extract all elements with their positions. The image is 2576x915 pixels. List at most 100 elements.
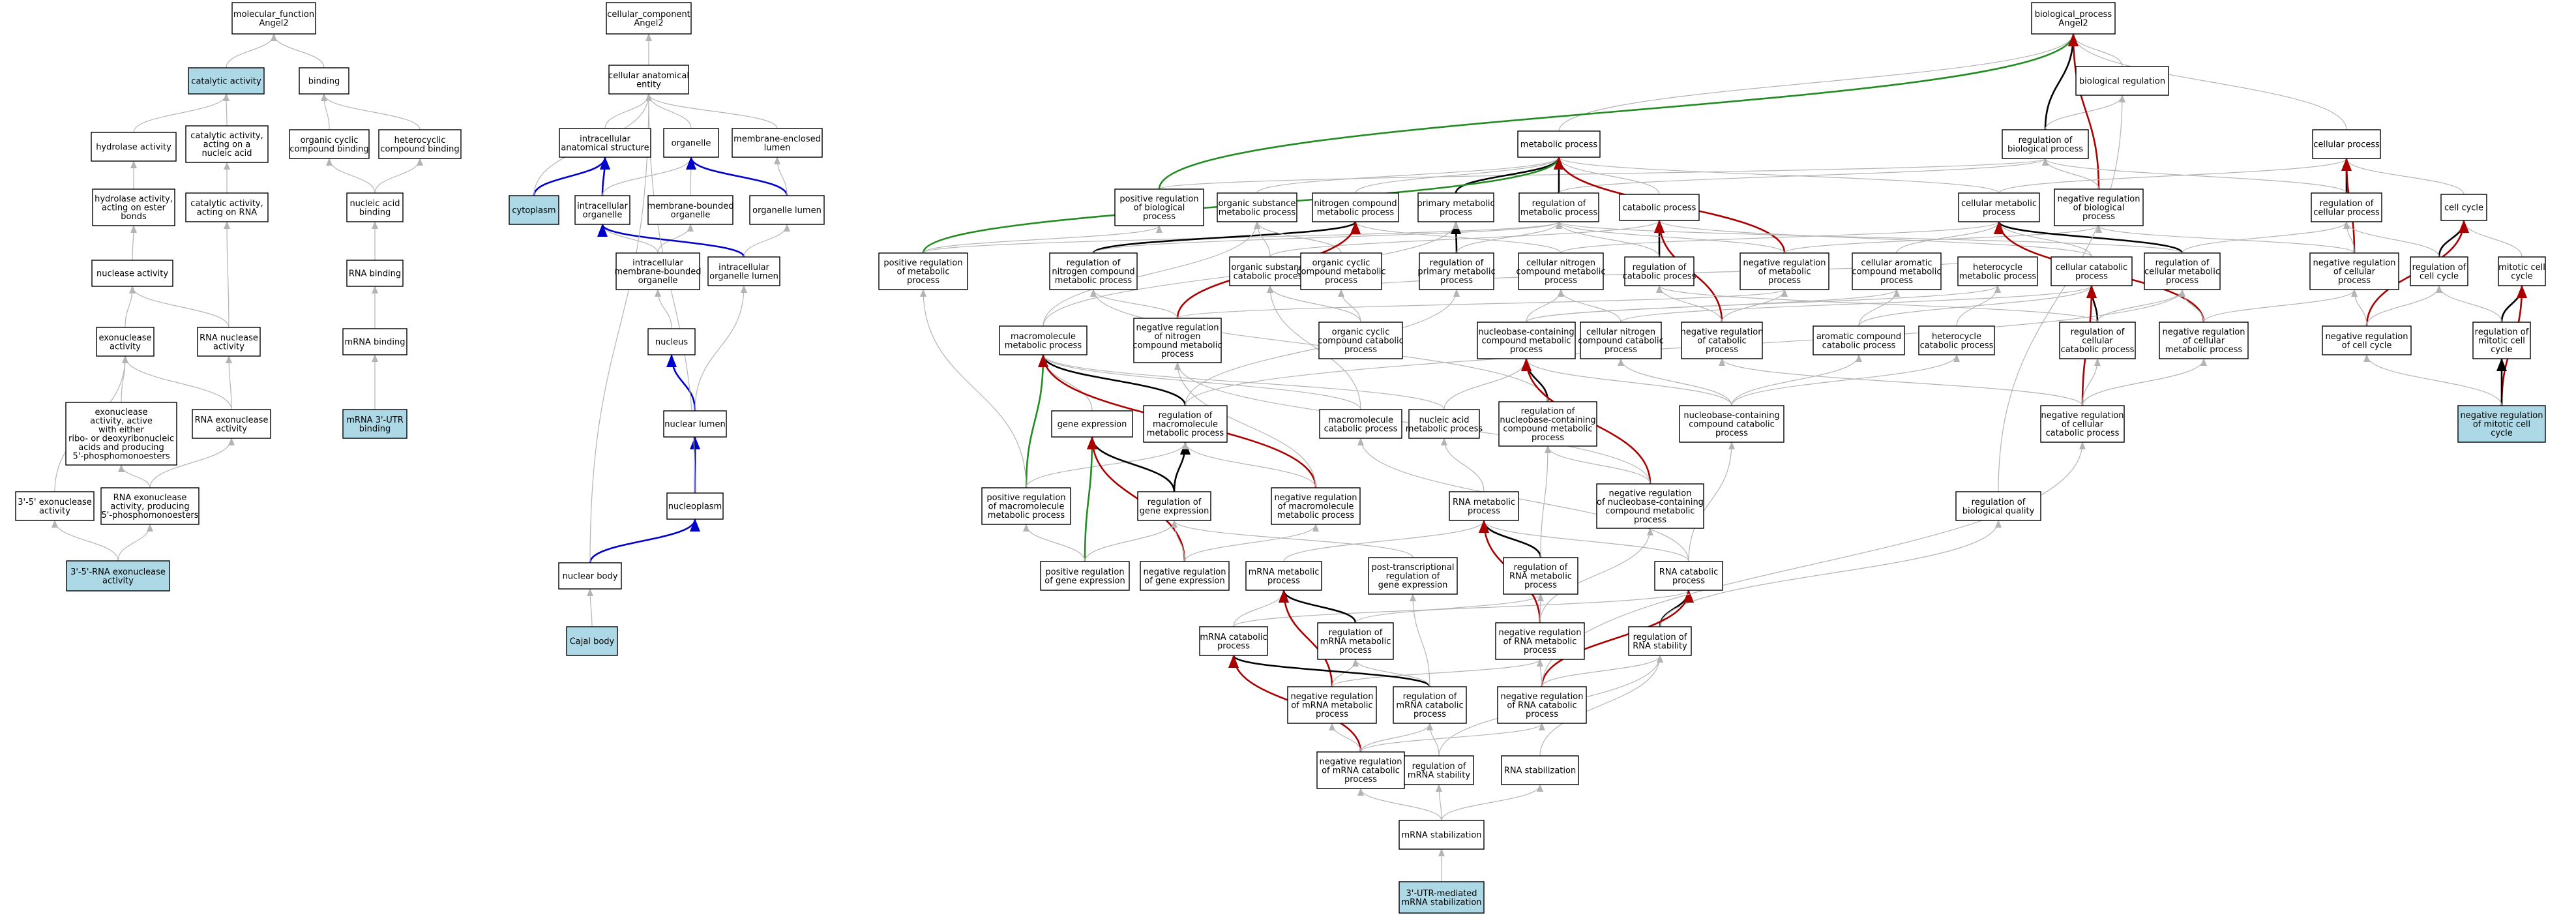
- go-node-nuclease[interactable]: nuclease activity: [91, 260, 173, 287]
- go-node-rna-stab[interactable]: RNA stabilization: [1501, 755, 1579, 785]
- go-node-nuc-lumen[interactable]: nuclear lumen: [663, 410, 727, 438]
- go-node-cajal[interactable]: Cajal body: [566, 626, 618, 656]
- go-node-org-lumen[interactable]: organelle lumen: [749, 195, 825, 225]
- go-node-bio-reg[interactable]: biological regulation: [2075, 66, 2169, 96]
- go-node-cell-proc[interactable]: cellular process: [2312, 129, 2381, 159]
- go-node-gene-expr[interactable]: gene expression: [1051, 410, 1133, 438]
- go-node-metabolic[interactable]: metabolic process: [1517, 130, 1601, 158]
- go-node-cat-rna[interactable]: catalytic activity,acting on RNA: [185, 192, 269, 222]
- go-node-nucleus[interactable]: nucleus: [647, 328, 696, 355]
- go-node-binding[interactable]: binding: [299, 67, 349, 95]
- go-node-mrna-stab[interactable]: mRNA stabilization: [1399, 820, 1485, 850]
- go-node-organelle[interactable]: organelle: [663, 128, 719, 158]
- go-node-reg-nb[interactable]: regulation ofnucleobase-containingcompou…: [1498, 401, 1597, 447]
- go-node-cytoplasm[interactable]: cytoplasm: [509, 195, 559, 225]
- go-node-cell-cycle[interactable]: cell cycle: [2440, 194, 2487, 221]
- go-node-nuc-body[interactable]: nuclear body: [558, 562, 622, 590]
- go-node-rna-binding[interactable]: RNA binding: [346, 260, 404, 287]
- go-node-nucleoplasm[interactable]: nucleoplasm: [666, 492, 724, 520]
- go-node-mrna-binding[interactable]: mRNA binding: [342, 328, 407, 355]
- go-node-catabolic[interactable]: catabolic process: [1619, 194, 1700, 221]
- go-node-hydrolase[interactable]: hydrolase activity: [91, 132, 177, 162]
